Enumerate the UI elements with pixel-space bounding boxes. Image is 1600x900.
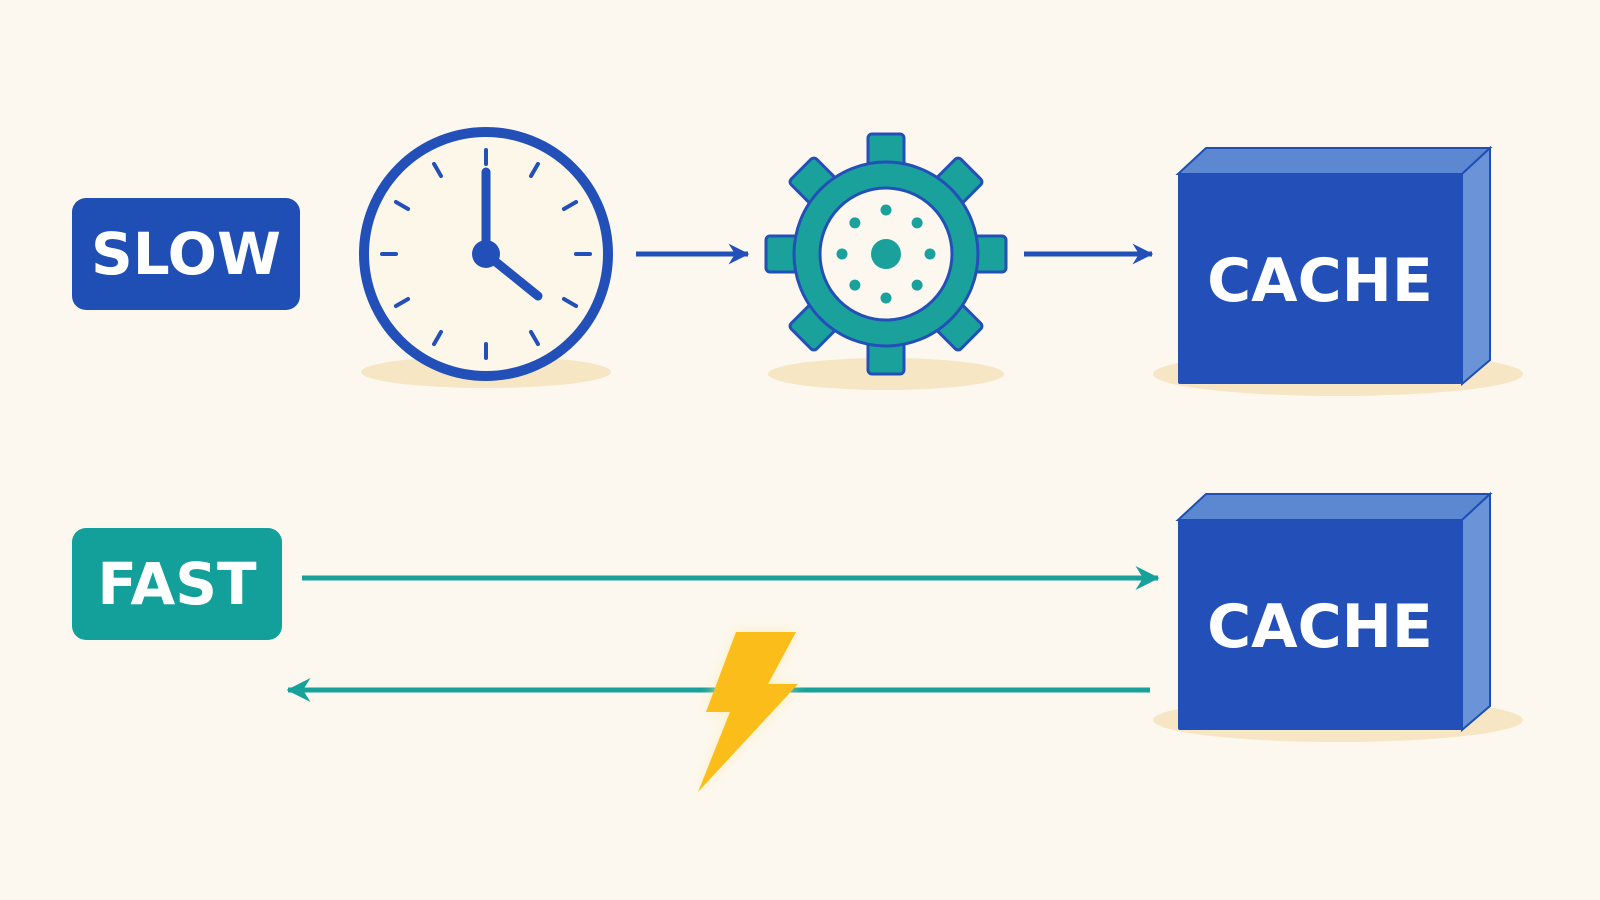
slow-badge: SLOW bbox=[72, 198, 300, 310]
cache-label-fast: CACHE bbox=[1207, 592, 1433, 662]
clock-icon bbox=[359, 127, 613, 388]
cache-box-slow: CACHE bbox=[1153, 145, 1523, 396]
clock-tick bbox=[561, 297, 579, 308]
gear-dot bbox=[911, 217, 923, 229]
gear-dot bbox=[880, 204, 892, 216]
cache-box-fast: CACHE bbox=[1153, 491, 1523, 742]
lightning-icon bbox=[698, 632, 798, 792]
clock-tick bbox=[393, 200, 411, 211]
clock-tick bbox=[393, 297, 411, 308]
clock-tick bbox=[561, 200, 579, 211]
clock-tick bbox=[529, 161, 540, 179]
clock-tick bbox=[432, 161, 443, 179]
cache-label-slow: CACHE bbox=[1207, 246, 1433, 316]
fast-badge-label: FAST bbox=[97, 550, 257, 618]
clock-tick bbox=[432, 329, 443, 347]
gear-dot bbox=[880, 292, 892, 304]
gear-dot bbox=[911, 279, 923, 291]
gear-dot bbox=[924, 248, 936, 260]
gear-icon bbox=[764, 132, 1008, 390]
slow-badge-label: SLOW bbox=[91, 220, 281, 288]
gear-dot bbox=[849, 217, 861, 229]
clock-tick bbox=[529, 329, 540, 347]
gear-dot bbox=[849, 279, 861, 291]
fast-badge: FAST bbox=[72, 528, 282, 640]
gear-dot bbox=[836, 248, 848, 260]
